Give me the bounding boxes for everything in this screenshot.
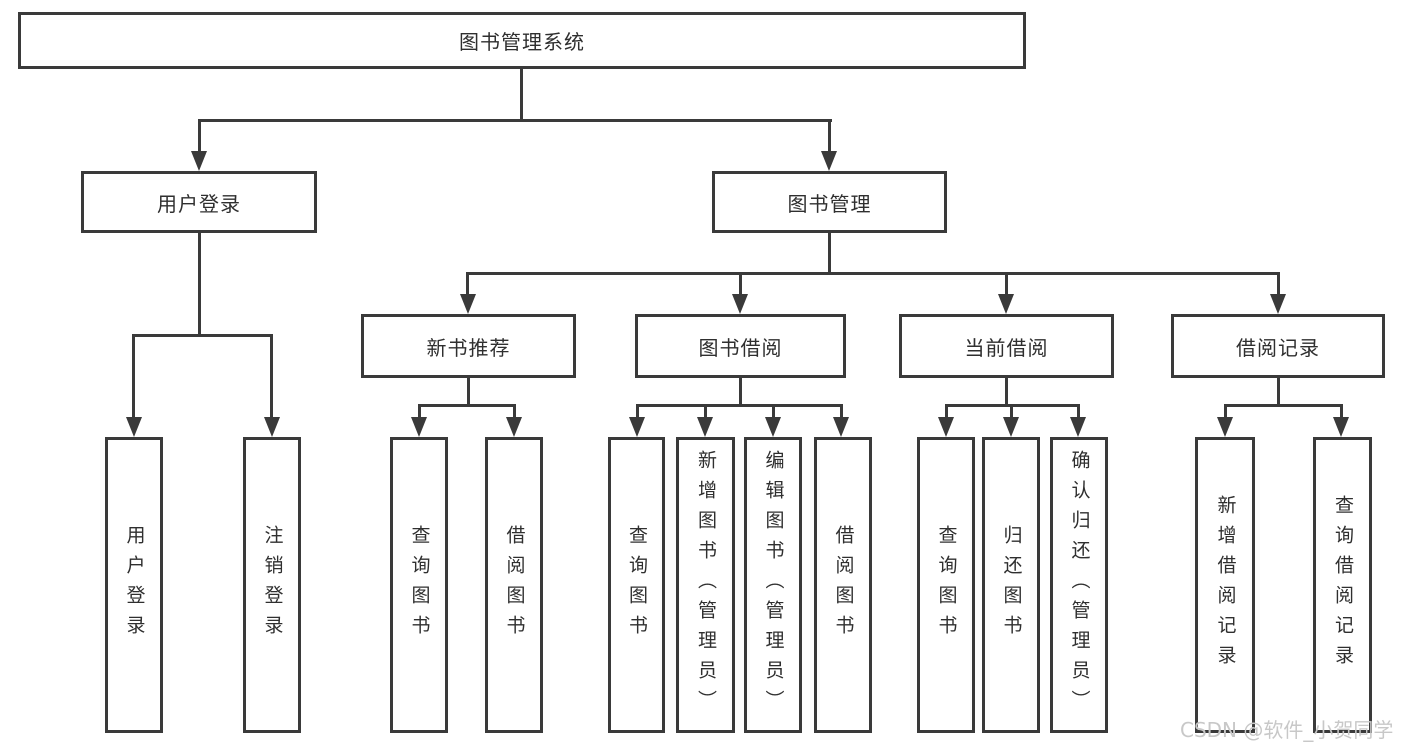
node-book-management-label: 图书管理 — [787, 191, 872, 216]
connector-line — [1277, 272, 1280, 296]
arrowhead-icon — [460, 294, 476, 314]
connector-line — [132, 334, 135, 418]
arrowhead-icon — [191, 151, 207, 171]
arrowhead-icon — [411, 417, 427, 437]
arrowhead-icon — [938, 417, 954, 437]
leaf-confirm-return-admin-label: 确认归还（管理员） — [1068, 450, 1091, 720]
leaf-add-borrow-record-label: 新增借阅记录 — [1214, 495, 1237, 675]
connector-line — [1005, 378, 1008, 407]
leaf-return-books: 归还图书 — [982, 437, 1040, 733]
leaf-logout-label: 注销登录 — [261, 525, 284, 645]
connector-line — [1077, 404, 1080, 418]
connector-line — [828, 233, 831, 275]
leaf-query-borrow-record-label: 查询借阅记录 — [1332, 495, 1354, 675]
connector-line — [418, 404, 421, 418]
connector-line — [1224, 404, 1343, 407]
connector-line — [270, 334, 273, 418]
leaf-add-borrow-record: 新增借阅记录 — [1195, 437, 1255, 733]
leaf-query-books-recommend-label: 查询图书 — [408, 525, 431, 645]
node-new-book-recommend-label: 新书推荐 — [426, 335, 511, 360]
arrowhead-icon — [821, 151, 837, 171]
leaf-query-books-borrow: 查询图书 — [608, 437, 665, 733]
connector-line — [1340, 404, 1343, 418]
leaf-query-borrow-record: 查询借阅记录 — [1313, 437, 1372, 733]
connector-line — [513, 404, 516, 418]
connector-line — [704, 404, 707, 418]
leaf-edit-book-admin-label: 编辑图书（管理员） — [762, 450, 785, 720]
arrowhead-icon — [506, 417, 522, 437]
leaf-return-books-label: 归还图书 — [1000, 525, 1023, 645]
connector-line — [636, 404, 843, 407]
arrowhead-icon — [1217, 417, 1233, 437]
connector-line — [1277, 378, 1280, 407]
leaf-user-login-label: 用户登录 — [123, 525, 146, 645]
arrowhead-icon — [1333, 417, 1349, 437]
leaf-borrow-books-label: 借阅图书 — [832, 525, 855, 645]
node-borrow-records: 借阅记录 — [1171, 314, 1385, 378]
connector-line — [828, 119, 831, 153]
leaf-edit-book-admin: 编辑图书（管理员） — [744, 437, 802, 733]
arrowhead-icon — [833, 417, 849, 437]
connector-line — [198, 233, 201, 337]
connector-line — [739, 378, 742, 407]
arrowhead-icon — [732, 294, 748, 314]
leaf-confirm-return-admin: 确认归还（管理员） — [1050, 437, 1108, 733]
leaf-borrow-books-recommend: 借阅图书 — [485, 437, 543, 733]
arrowhead-icon — [126, 417, 142, 437]
connector-line — [467, 378, 470, 407]
arrowhead-icon — [998, 294, 1014, 314]
leaf-query-books-current-label: 查询图书 — [935, 525, 958, 645]
node-current-borrow: 当前借阅 — [899, 314, 1114, 378]
node-user-login-label: 用户登录 — [157, 191, 241, 216]
leaf-query-books-current: 查询图书 — [917, 437, 975, 733]
arrowhead-icon — [1270, 294, 1286, 314]
connector-line — [772, 404, 775, 418]
node-current-borrow-label: 当前借阅 — [964, 335, 1049, 360]
arrowhead-icon — [629, 417, 645, 437]
connector-line — [132, 334, 273, 337]
connector-line — [945, 404, 948, 418]
leaf-query-books-borrow-label: 查询图书 — [626, 525, 648, 645]
node-book-management: 图书管理 — [712, 171, 947, 233]
arrowhead-icon — [765, 417, 781, 437]
arrowhead-icon — [264, 417, 280, 437]
connector-line — [1005, 272, 1008, 296]
node-book-borrow: 图书借阅 — [635, 314, 846, 378]
connector-line — [1224, 404, 1227, 418]
node-borrow-records-label: 借阅记录 — [1236, 335, 1320, 360]
connector-line — [739, 272, 742, 296]
node-book-borrow-label: 图书借阅 — [698, 335, 783, 360]
connector-line — [418, 404, 516, 407]
leaf-borrow-books: 借阅图书 — [814, 437, 872, 733]
connector-line — [466, 272, 469, 296]
connector-line — [198, 119, 201, 153]
arrowhead-icon — [697, 417, 713, 437]
node-root-label: 图书管理系统 — [459, 30, 585, 54]
leaf-logout: 注销登录 — [243, 437, 301, 733]
connector-line — [520, 67, 523, 121]
leaf-add-book-admin-label: 新增图书（管理员） — [695, 450, 717, 720]
leaf-add-book-admin: 新增图书（管理员） — [676, 437, 735, 733]
node-user-login: 用户登录 — [81, 171, 317, 233]
leaf-query-books-recommend: 查询图书 — [390, 437, 448, 733]
node-new-book-recommend: 新书推荐 — [361, 314, 576, 378]
connector-line — [840, 404, 843, 418]
connector-line — [1010, 404, 1013, 418]
csdn-watermark: CSDN @软件_小贺同学 — [1180, 718, 1394, 742]
leaf-borrow-books-recommend-label: 借阅图书 — [503, 525, 526, 645]
connector-line — [466, 272, 1280, 275]
arrowhead-icon — [1070, 417, 1086, 437]
leaf-user-login: 用户登录 — [105, 437, 163, 733]
connector-line — [198, 119, 832, 122]
connector-line — [636, 404, 639, 418]
arrowhead-icon — [1003, 417, 1019, 437]
node-root: 图书管理系统 — [18, 12, 1026, 69]
